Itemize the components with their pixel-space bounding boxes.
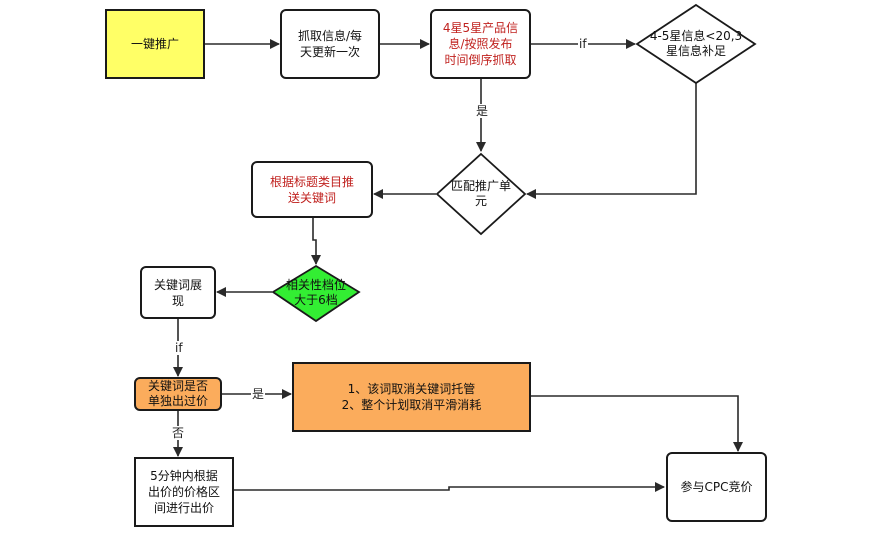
decision-match-unit-shape [435,152,527,236]
decision-star-check-shape [635,3,757,85]
node-star-check-label: 4-5星信息<20,3 星信息补足 [649,29,743,58]
node-bid-by-price: 5分钟内根据 出价的价格区 间进行出价 [134,457,234,527]
edge-push-to-relevance [311,218,321,265]
edge-label-if-top: if [578,37,588,51]
node-cancel-actions: 1、该词取消关键词托管 2、整个计划取消平滑消耗 [292,362,531,432]
edge-cancel-to-cpc [531,395,743,452]
edge-check-to-match [526,83,697,199]
node-one-click-promotion: 一键推广 [105,9,205,79]
edge-label-if-left: if [174,341,184,355]
node-fetch-info: 抓取信息/每 天更新一次 [280,9,380,79]
node-match-unit-label: 匹配推广单 元 [450,179,511,208]
edge-label-yes-down: 是 [475,104,490,118]
decision-relevance-shape [271,264,361,323]
edge-label-yes-right: 是 [251,387,266,401]
node-push-keywords: 根据标题类目推 送关键词 [251,161,373,218]
edge-price-to-cpc [234,482,665,492]
node-join-cpc: 参与CPC竞价 [666,452,767,522]
node-star-product-info: 4星5星产品信 息/按照发布 时间倒序抓取 [430,9,531,79]
node-keyword-bid-check: 关键词是否 单独出过价 [134,377,222,411]
edge-label-no-down: 否 [171,426,186,440]
node-relevance-label: 相关性档位 大于6档 [285,278,346,307]
node-keyword-show: 关键词展 现 [140,266,216,319]
